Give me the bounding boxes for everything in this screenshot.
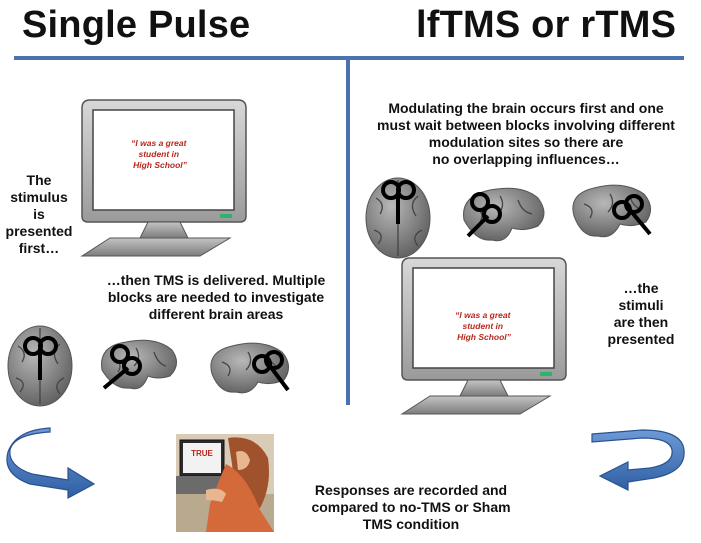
tms-coil-icon [102,344,142,390]
monitor-icon: “I was a great student in High School” [400,257,567,415]
tms-coil-icon [466,192,502,238]
vertical-divider [346,60,350,405]
laptop-label: TRUE [191,449,213,458]
brain-icon [101,339,177,390]
tms-delivered-text: …then TMS is delivered. Multiple blocks … [106,272,326,322]
brain-icon [572,184,652,238]
title-lftms-rtms: lfTMS or rTMS [416,4,677,46]
modulating-text: Modulating the brain occurs first and on… [377,100,675,167]
tms-coil-icon [252,350,290,392]
circular-arrow-icon [591,429,685,491]
screen-quote-line: student in [139,149,180,159]
brain-icon [463,187,545,242]
horizontal-divider [14,56,684,60]
screen-quote-line: “I was a great [455,310,511,320]
tms-coil-icon [23,336,58,380]
brain-icon [210,342,290,394]
stimulus-text: The stimulus is presented first… [5,172,73,256]
brain-icon [7,325,73,407]
tms-coil-icon [381,180,416,224]
screen-quote-line: “I was a great [131,138,187,148]
tms-coil-icon [612,194,652,236]
screen-quote-line: High School” [133,160,188,170]
screen-quote-line: student in [463,321,504,331]
monitor-icon: “I was a great student in High School” [80,99,247,257]
circular-arrow-icon [6,427,96,500]
svg-text:“I was a great student in: “I was a great student in High School” [455,310,513,342]
screen-quote-line: High School” [457,332,512,342]
brain-icon [365,177,431,259]
title-single-pulse: Single Pulse [22,4,251,46]
responses-text: Responses are recorded and compared to n… [311,482,511,532]
svg-text:“I was a great student in: “I was a great student in High School” [131,138,189,170]
stimuli-presented-text: …the stimuli are then presented [607,280,675,347]
laptop-user-icon: TRUE [176,434,274,532]
